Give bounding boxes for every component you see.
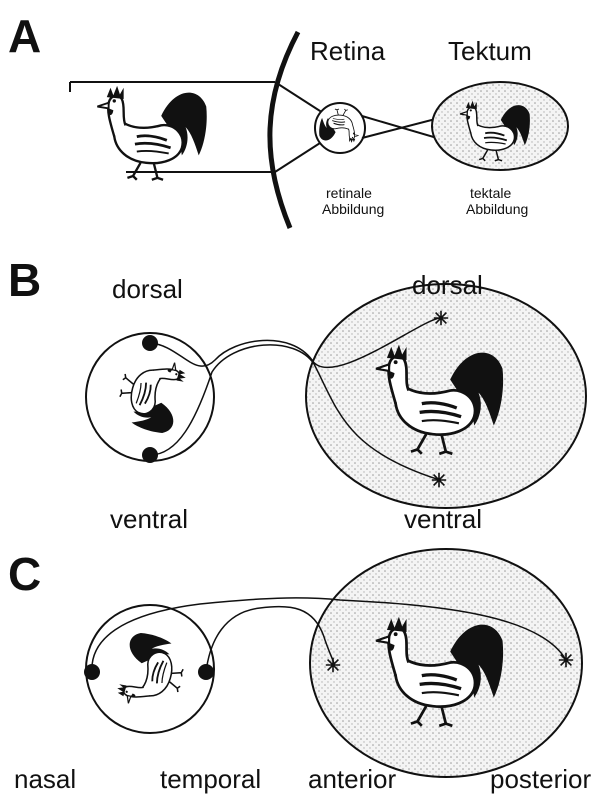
panel-a-letter: A <box>8 10 41 62</box>
nasal-label: nasal <box>14 764 76 794</box>
tectum-ventral-label: ventral <box>404 504 482 534</box>
lens-arc <box>270 32 298 228</box>
retina-dorsal-label: dorsal <box>112 274 183 304</box>
retinal-caption-2: Abbildung <box>322 201 384 217</box>
retina-nasal-dot <box>84 664 100 680</box>
retina-ventral-label: ventral <box>110 504 188 534</box>
rooster-icon <box>97 86 206 180</box>
panel-b: B dorsal dorsal ventral ventral <box>8 254 586 534</box>
retina-label: Retina <box>310 36 386 66</box>
retinal-caption-1: retinale <box>326 185 372 201</box>
tectum-dorsal-label: dorsal <box>412 270 483 300</box>
tectum-label: Tektum <box>448 36 532 66</box>
panel-b-letter: B <box>8 254 41 306</box>
tectal-caption-2: Abbildung <box>466 201 528 217</box>
tectal-caption-1: tektale <box>470 185 511 201</box>
temporal-label: temporal <box>160 764 261 794</box>
panel-c-letter: C <box>8 548 41 600</box>
panel-c: C nasal temporal anterior posterior <box>8 548 591 794</box>
anterior-label: anterior <box>308 764 396 794</box>
star-terminal-icon <box>434 311 448 325</box>
star-terminal-icon <box>326 658 340 672</box>
retina-temporal-dot <box>198 664 214 680</box>
star-terminal-icon <box>432 473 446 487</box>
retina-dorsal-dot <box>142 335 158 351</box>
posterior-label: posterior <box>490 764 591 794</box>
retina-ventral-dot <box>142 447 158 463</box>
star-terminal-icon <box>559 653 573 667</box>
panel-a: A Retina Tektum retinale Abbildung tekta… <box>8 10 568 228</box>
